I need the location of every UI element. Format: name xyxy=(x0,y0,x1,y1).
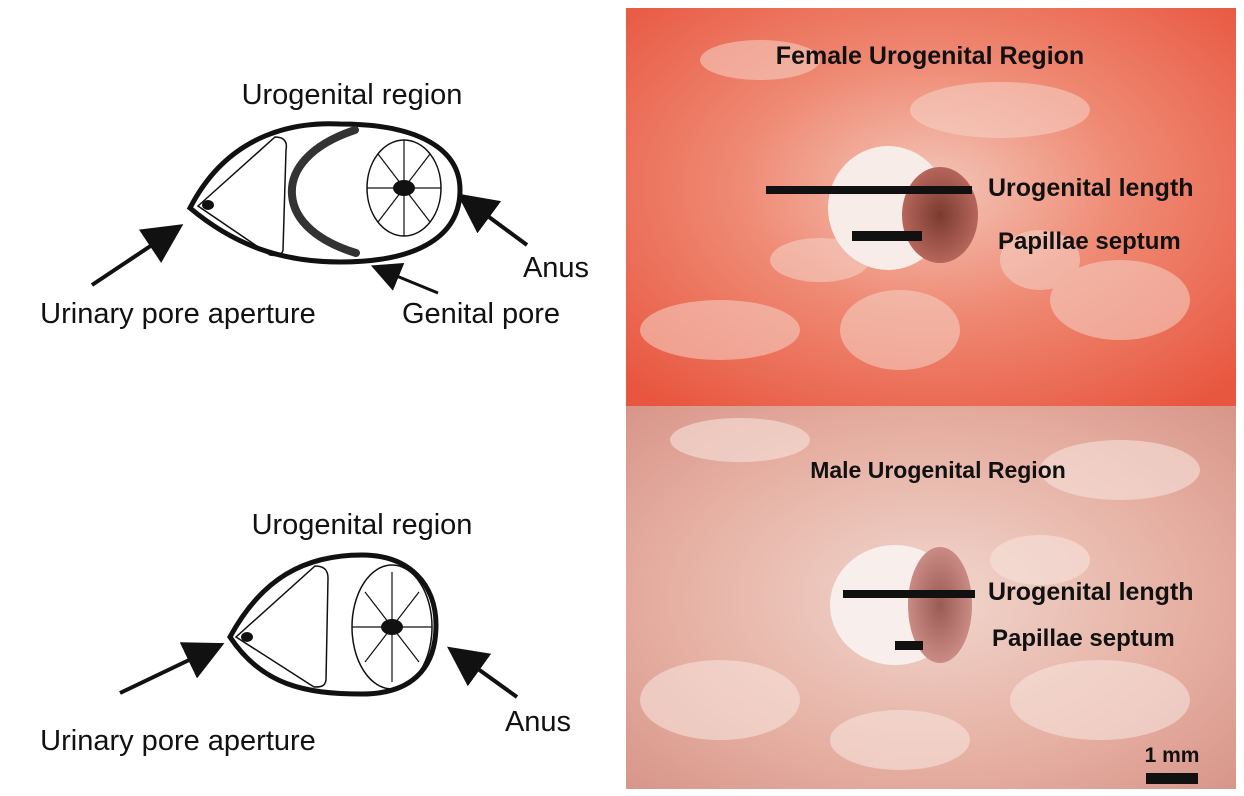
male-urogenital-outline xyxy=(230,555,436,694)
female-septum-bar xyxy=(852,231,922,241)
female-length-label: Urogenital length xyxy=(988,174,1194,202)
male-urinary-arrow xyxy=(120,650,210,693)
female-length-bar xyxy=(766,186,972,194)
female-urinary-pore xyxy=(202,200,214,210)
male-urinary-label: Urinary pore aperture xyxy=(40,725,316,757)
female-urinary-arrow xyxy=(92,233,170,285)
female-region-label: Urogenital region xyxy=(242,79,463,111)
male-photo-panel: Male Urogenital Region Urogenital length… xyxy=(626,406,1236,789)
female-septum-label: Papillae septum xyxy=(998,228,1181,255)
scale-bar xyxy=(1146,773,1198,784)
female-anus-label: Anus xyxy=(523,252,589,284)
female-anus xyxy=(393,180,415,196)
female-urinary-chamber xyxy=(198,137,286,255)
female-diagram: Urogenital region Urinary pore aperture … xyxy=(40,79,589,330)
male-length-label: Urogenital length xyxy=(988,578,1194,606)
scale-bar-label: 1 mm xyxy=(1145,744,1200,767)
female-photo-title: Female Urogenital Region xyxy=(776,42,1084,70)
male-diagram: Urogenital region Urinary pore aperture … xyxy=(40,509,571,757)
female-photo-panel: Female Urogenital Region Urogenital leng… xyxy=(626,8,1236,406)
female-urinary-label: Urinary pore aperture xyxy=(40,298,316,330)
male-septum-bar xyxy=(895,641,923,650)
male-length-bar xyxy=(843,590,975,598)
male-anus-label: Anus xyxy=(505,706,571,738)
male-anus xyxy=(381,619,403,635)
male-septum-label: Papillae septum xyxy=(992,625,1175,652)
male-photo-title: Male Urogenital Region xyxy=(810,457,1066,483)
female-urogenital-opening xyxy=(902,167,978,263)
male-region-label: Urogenital region xyxy=(252,509,473,541)
female-anus-arrow xyxy=(470,203,527,245)
male-urinary-chamber xyxy=(236,566,328,687)
male-urinary-pore xyxy=(241,632,253,642)
male-anus-arrow xyxy=(460,656,517,697)
female-genital-label: Genital pore xyxy=(402,298,560,330)
female-genital-arrow xyxy=(382,270,438,293)
female-genital-pore xyxy=(292,130,356,253)
